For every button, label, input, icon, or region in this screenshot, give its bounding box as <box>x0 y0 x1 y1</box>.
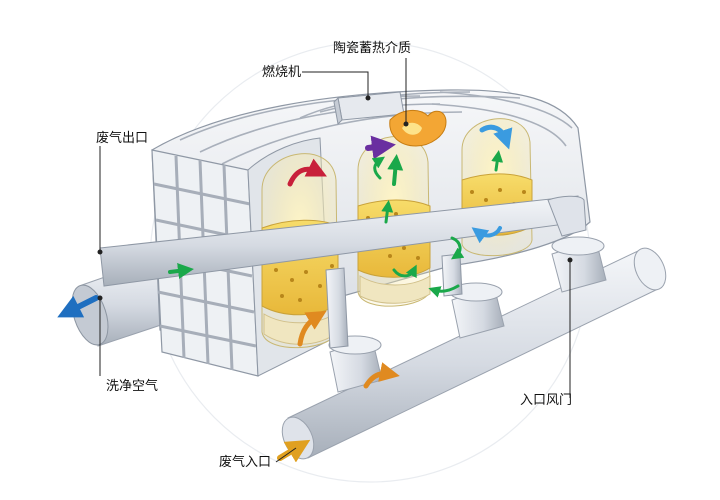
flow-arrow-icon <box>387 154 404 186</box>
label-clean-air: 洗净空气 <box>106 378 158 394</box>
flow-arrow-icon <box>287 158 327 187</box>
label-burner: 燃烧机 <box>262 64 301 80</box>
flow-arrow-icon <box>479 124 513 150</box>
flow-arrow-icon <box>365 135 396 160</box>
flow-arrow-icon <box>297 310 327 347</box>
burner-box <box>333 91 405 126</box>
flow-arrow-icon <box>363 362 400 389</box>
flow-arrow-icon <box>381 200 394 224</box>
flow-arrow-icon <box>471 226 502 244</box>
flow-arrow-icon <box>57 295 99 318</box>
flow-arrow-icon <box>392 264 417 279</box>
label-ceramic-media: 陶瓷蓄热介质 <box>333 40 411 56</box>
label-exhaust-inlet: 废气入口 <box>219 454 271 470</box>
callout-leaders <box>97 58 573 463</box>
flow-arrows <box>57 124 513 463</box>
flow-arrow-icon <box>428 284 460 298</box>
flow-arrow-icon <box>450 236 465 260</box>
flow-arrow-icon <box>491 150 504 172</box>
label-inlet-damper: 入口风门 <box>520 393 572 408</box>
flow-arrow-icon <box>371 156 385 180</box>
exhaust-collector-pipe <box>99 195 587 349</box>
label-exhaust-outlet: 废气出口 <box>96 130 148 146</box>
flow-arrow-icon <box>168 263 194 279</box>
